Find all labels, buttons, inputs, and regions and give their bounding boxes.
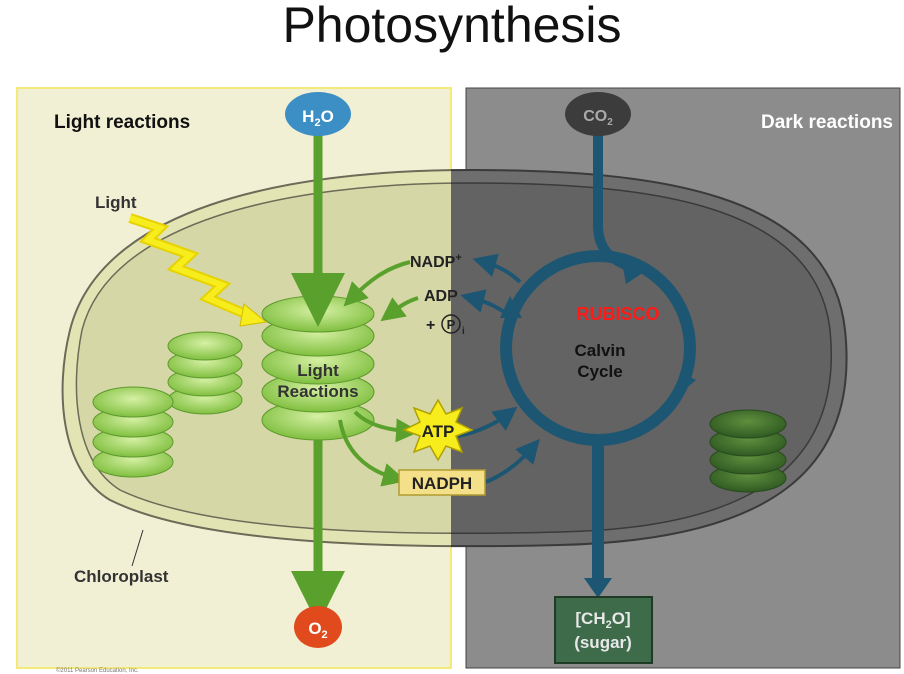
to-nadp-plus-arrow	[472, 253, 522, 284]
light-label: Light	[95, 193, 137, 212]
dark-reactions-heading: Dark reactions	[761, 112, 893, 133]
atp-label: ATP	[422, 422, 455, 441]
nadp-plus-arrow	[343, 260, 411, 307]
adp-arrow	[380, 296, 419, 322]
o2-base: O	[308, 619, 321, 638]
granum-stack-right	[709, 409, 787, 493]
light-reactions-line1: Light	[297, 361, 339, 380]
to-atp-arrow	[353, 410, 420, 443]
nadp-plus-sup: +	[455, 252, 461, 264]
light-zigzag-icon	[128, 213, 268, 327]
ch2o-sub: 2	[606, 619, 612, 631]
calvin-line1: Calvin	[574, 341, 625, 360]
svg-text:CO2: CO2	[583, 108, 613, 128]
o2-sub: 2	[322, 629, 328, 641]
pi-label: + P i	[426, 314, 465, 337]
h2o-rest: O	[321, 107, 334, 126]
co2-molecule: CO2	[565, 92, 631, 136]
nadp-plus-label: NADP+	[410, 252, 462, 271]
co2-base: CO	[583, 108, 607, 125]
h2o-sub: 2	[314, 117, 320, 129]
pi-sub: i	[462, 326, 465, 337]
nadph-to-cycle-arrow	[485, 438, 540, 484]
page-title: Photosynthesis	[282, 0, 621, 53]
co2-sub: 2	[607, 117, 613, 128]
ch2o-pre: [CH	[575, 609, 605, 628]
calvin-line2: Cycle	[577, 362, 622, 381]
cycle-arrowhead-top	[622, 262, 644, 284]
to-nadph-arrow	[338, 419, 407, 487]
sugar-box: [CH2O] (sugar)	[554, 596, 653, 664]
pi-circle-letter: P	[447, 317, 456, 332]
ch2o-post: O]	[612, 609, 631, 628]
light-reactions-heading: Light reactions	[54, 112, 190, 133]
phosphate-circle-icon	[441, 314, 461, 334]
light-reactions-line2: Reactions	[277, 382, 358, 401]
chloroplast-leader-line	[131, 529, 144, 567]
nadph-box: NADPH	[398, 469, 486, 496]
atp-to-cycle-arrow	[457, 406, 518, 438]
granum-stack-left-back	[167, 331, 243, 415]
granum-stack-left-front	[92, 386, 174, 478]
sugar-label: (sugar)	[574, 633, 632, 652]
adp-label: ADP	[424, 288, 458, 305]
nadph-label: NADPH	[412, 474, 472, 493]
svg-text:O2: O2	[308, 619, 327, 641]
cycle-arrowhead-right	[680, 372, 696, 392]
atp-star: ATP	[402, 398, 474, 462]
o2-molecule: O2	[294, 606, 342, 648]
pi-plus: +	[426, 317, 435, 334]
to-adp-arrow	[460, 289, 514, 320]
rubisco-label: RUBISCO	[576, 304, 659, 324]
svg-text:H2O: H2O	[302, 107, 334, 129]
nadp-plus-text: NADP	[410, 254, 456, 271]
chloroplast-label: Chloroplast	[74, 567, 169, 586]
svg-text:[CH2O]: [CH2O]	[575, 609, 630, 631]
h2o-molecule: H2O	[285, 92, 351, 136]
copyright-notice: ©2011 Pearson Education, Inc.	[56, 667, 139, 674]
h2o-base: H	[302, 107, 314, 126]
